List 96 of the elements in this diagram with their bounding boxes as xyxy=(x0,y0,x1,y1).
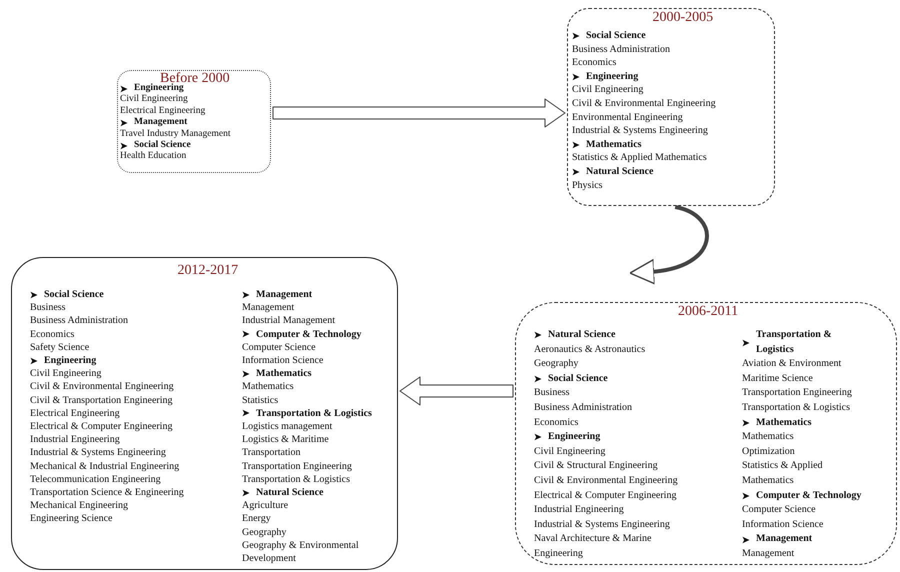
category-heading: Management xyxy=(256,288,312,302)
program-name: Industrial Management xyxy=(242,314,336,328)
program-name: Logistics management xyxy=(242,420,334,434)
program-name: Information Science xyxy=(742,518,824,532)
category-heading: Engineering xyxy=(44,354,96,368)
program-name: Industrial & Systems Engineering xyxy=(30,446,167,460)
program-name: Transportation Engineering xyxy=(242,460,353,473)
category-heading: Natural Science xyxy=(256,486,324,500)
category-heading: Engineering xyxy=(134,83,184,94)
program-name: Civil & Environmental Engineering xyxy=(30,380,175,394)
program-name: Electrical & Computer Engineering xyxy=(30,420,174,434)
program-name: Safety Science xyxy=(30,340,90,354)
program-name: Mathematics xyxy=(742,430,795,444)
program-name: Statistics xyxy=(242,394,280,407)
program-name: Civil Engineering xyxy=(30,367,102,380)
program-name: Transportation & Logistics xyxy=(242,472,351,486)
program-name: Naval Architecture & Marine Engineering xyxy=(534,532,652,561)
program-name: Logistics & Maritime xyxy=(242,433,330,446)
program-name: Aeronautics & Astronautics xyxy=(534,342,646,357)
program-name: Transportation & Logistics xyxy=(742,400,851,415)
program-name: Environmental Engineering xyxy=(572,110,684,124)
program-name: Economics xyxy=(30,328,76,341)
program-name: Business xyxy=(534,386,571,400)
program-name: Business Administration xyxy=(572,42,672,56)
category-heading: Management xyxy=(134,117,188,129)
program-name: Transportation Science & Engineering xyxy=(30,486,185,500)
program-name: Business xyxy=(30,301,67,314)
category-heading: Transportation & Logistics xyxy=(756,328,833,357)
period-title: 2006-2011 xyxy=(678,304,738,320)
category-heading: Mathematics xyxy=(756,416,812,430)
period-box xyxy=(515,302,897,565)
period-title: 2012-2017 xyxy=(178,263,238,279)
program-name: Agriculture xyxy=(242,499,290,512)
category-heading: Mathematics xyxy=(256,367,312,380)
program-name: Industrial & Systems Engineering xyxy=(572,124,709,138)
program-name: Geography & Environmental Development xyxy=(242,538,360,566)
program-name: Geography xyxy=(534,357,580,372)
program-name: Economics xyxy=(572,56,618,70)
program-name: Transportation Engineering xyxy=(742,386,853,400)
program-name: Engineering Science xyxy=(30,512,114,526)
program-name: Statistics & Applied Mathematics xyxy=(572,151,708,165)
program-name: Civil Engineering xyxy=(120,94,189,106)
program-name: Industrial & Systems Engineering xyxy=(534,518,671,532)
program-name: Computer Science xyxy=(242,340,317,354)
program-name: Statistics & Applied Mathematics xyxy=(742,459,824,488)
period-title: 2000-2005 xyxy=(652,10,714,26)
category-heading: Natural Science xyxy=(586,164,654,179)
program-name: Electrical Engineering xyxy=(120,106,206,118)
category-heading: Computer & Technology xyxy=(256,328,362,341)
program-name: Transportation xyxy=(242,446,302,460)
program-name: Civil & Structural Engineering xyxy=(534,459,659,474)
program-name: Business Administration xyxy=(534,400,634,415)
category-heading: Social Science xyxy=(586,29,646,43)
program-name: Travel Industry Management xyxy=(120,128,232,140)
program-name: Mechanical & Industrial Engineering xyxy=(30,460,180,473)
program-name: Electrical & Computer Engineering xyxy=(534,488,678,503)
program-name: Electrical Engineering xyxy=(30,406,121,420)
curved-arrow xyxy=(629,205,709,284)
program-name: Industrial Engineering xyxy=(30,433,121,446)
program-name: Economics xyxy=(534,416,580,430)
program-name: Civil & Transportation Engineering xyxy=(30,394,174,407)
program-name: Industrial Engineering xyxy=(534,503,625,518)
program-name: Business Administration xyxy=(30,314,130,328)
category-heading: Engineering xyxy=(586,70,638,84)
category-heading: Mathematics xyxy=(586,138,642,152)
period-box xyxy=(11,257,398,570)
program-name: Civil & Environmental Engineering xyxy=(534,474,679,488)
category-heading: Transportation & Logistics xyxy=(256,406,372,420)
category-heading: Social Science xyxy=(44,288,104,302)
period-box xyxy=(567,8,775,206)
program-name: Energy xyxy=(242,512,272,526)
category-heading: Natural Science xyxy=(548,328,616,342)
program-name: Civil Engineering xyxy=(534,444,606,459)
category-heading: Social Science xyxy=(134,140,191,151)
category-heading: Management xyxy=(756,532,812,546)
block-arrow xyxy=(272,98,566,128)
program-name: Telecommunication Engineering xyxy=(30,472,162,486)
program-name: Computer Science xyxy=(742,503,817,518)
program-name: Management xyxy=(242,301,296,314)
program-name: Aviation & Environment xyxy=(742,357,842,372)
block-arrow xyxy=(400,376,514,406)
program-name: Maritime Science xyxy=(742,372,814,386)
program-name: Mathematics xyxy=(242,380,295,394)
category-heading: Engineering xyxy=(548,430,600,444)
program-name: Civil Engineering xyxy=(572,83,644,97)
program-name: Information Science xyxy=(242,354,324,368)
program-name: Management xyxy=(742,546,796,561)
program-name: Health Education xyxy=(120,151,188,163)
program-name: Optimization xyxy=(742,444,796,459)
period-box xyxy=(117,70,271,173)
program-name: Geography xyxy=(242,526,288,539)
program-name: Mechanical Engineering xyxy=(30,499,130,512)
category-heading: Computer & Technology xyxy=(756,488,862,503)
program-name: Physics xyxy=(572,178,604,192)
category-heading: Social Science xyxy=(548,372,608,386)
program-name: Civil & Environmental Engineering xyxy=(572,96,717,111)
